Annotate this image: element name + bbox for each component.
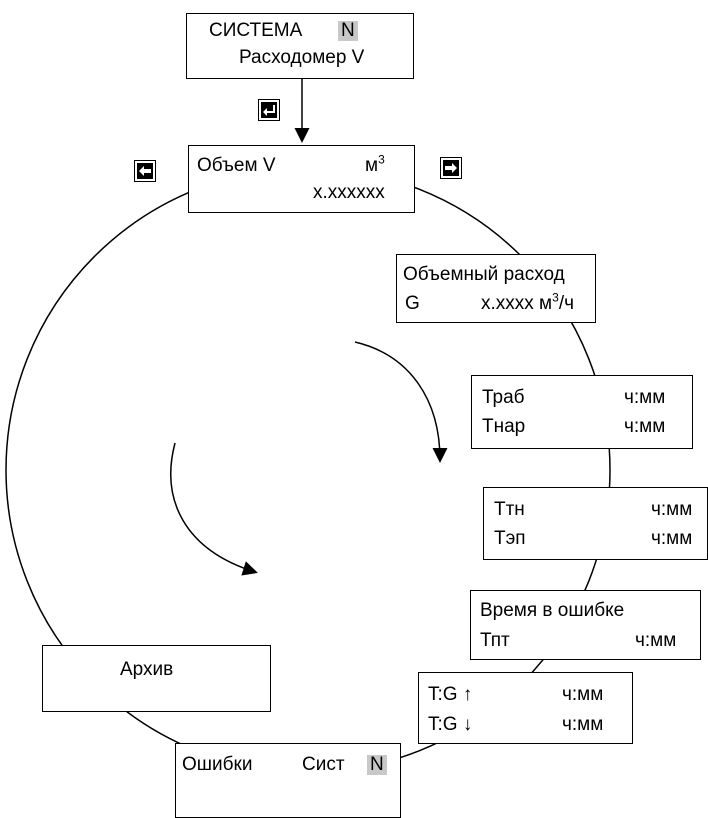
times1-row1-value: ч:мм	[624, 387, 666, 408]
system-badge: N	[338, 21, 358, 41]
error-time-label: Время в ошибке	[480, 600, 625, 621]
flow-box: Объемный расход G x.xxxx м3/ч	[396, 254, 596, 323]
errors-label: Ошибки	[182, 754, 253, 775]
system-box: СИСТЕМА N Расходомер V	[186, 13, 414, 79]
times1-row1-label: Траб	[482, 387, 525, 408]
error-time-box: Время в ошибке Тпт ч:мм	[470, 590, 701, 660]
volume-value: x.xxxxxx	[313, 182, 385, 203]
errors-badge: N	[367, 755, 387, 775]
flow-symbol: G	[405, 293, 420, 314]
enter-key-icon	[258, 99, 280, 121]
tg-row1-value: ч:мм	[562, 684, 604, 705]
error-time-row-label: Тпт	[480, 630, 510, 651]
system-subtitle: Расходомер V	[239, 47, 365, 68]
times2-row2-label: Тэп	[494, 528, 526, 549]
system-title: СИСТЕМА	[209, 20, 303, 41]
errors-sys: Сист	[302, 754, 345, 775]
times-box-1: Траб ч:мм Тнар ч:мм	[471, 375, 693, 449]
times1-row2-value: ч:мм	[624, 416, 666, 437]
left-arrow-key-icon	[134, 160, 156, 182]
error-time-row-value: ч:мм	[635, 630, 677, 651]
archive-box: Архив	[42, 645, 271, 712]
flow-value: x.xxxx м3/ч	[481, 290, 574, 314]
flow-label: Объемный расход	[403, 264, 565, 285]
tg-row2-value: ч:мм	[562, 714, 604, 735]
times2-row1-value: ч:мм	[651, 499, 693, 520]
times-box-2: Ттн ч:мм Тэп ч:мм	[483, 487, 708, 560]
volume-label: Объем V	[197, 155, 276, 176]
times1-row2-label: Тнар	[482, 416, 526, 437]
tg-box: T:G ↑ ч:мм T:G ↓ ч:мм	[418, 672, 633, 744]
cycle-arrow-right	[354, 341, 448, 463]
volume-unit: м3	[365, 152, 385, 176]
archive-label: Архив	[120, 659, 174, 680]
right-arrow-key-icon	[440, 157, 462, 179]
tg-row2-label: T:G ↓	[428, 714, 473, 735]
tg-row1-label: T:G ↑	[428, 684, 473, 705]
cycle-arrow-left	[170, 442, 258, 576]
times2-row2-value: ч:мм	[651, 528, 693, 549]
errors-box: Ошибки Сист N	[175, 743, 401, 818]
times2-row1-label: Ттн	[494, 499, 525, 520]
volume-box: Объем V м3 x.xxxxxx	[188, 145, 415, 213]
